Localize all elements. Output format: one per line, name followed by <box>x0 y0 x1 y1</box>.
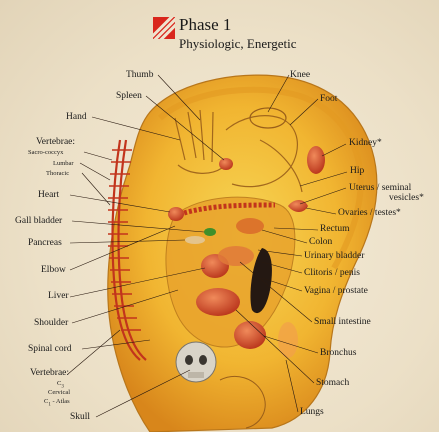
label-cervical: Cervical <box>48 389 71 396</box>
label-vertebrae: Vertebrae: <box>36 137 76 147</box>
knee-shape <box>249 107 287 129</box>
label-vertebrae-2: Vertebrae: <box>30 368 70 378</box>
label-thoracic: Thoracic <box>46 170 70 177</box>
label-lumbar: Lumbar <box>53 160 74 167</box>
label-sacro-coccyx: Sacro-coccyx <box>28 149 64 156</box>
heart-shape <box>168 207 184 221</box>
label-c3: C3 <box>57 380 64 390</box>
label-hip: Hip <box>350 166 365 176</box>
label-bronchus: Bronchus <box>320 348 357 358</box>
label-vesicles: vesicles* <box>389 193 424 203</box>
label-uterus: Uterus / seminal <box>349 183 412 193</box>
label-kidney: Kidney* <box>349 138 382 148</box>
label-thumb: Thumb <box>126 70 154 80</box>
label-liver: Liver <box>48 291 69 301</box>
kidney-shape <box>307 146 325 174</box>
label-colon: Colon <box>309 237 333 247</box>
label-clitoris: Clitoris / penis <box>304 268 360 278</box>
label-spinal-cord: Spinal cord <box>28 344 72 354</box>
label-c1-atlas: C1 - Atlas <box>44 398 70 408</box>
label-elbow: Elbow <box>41 265 66 275</box>
face-sketch <box>219 376 266 429</box>
colon-shape <box>236 218 264 234</box>
label-rectum: Rectum <box>320 224 350 234</box>
label-ovaries: Ovaries / testes* <box>338 208 401 218</box>
label-vagina: Vagina / prostate <box>304 286 368 296</box>
concha <box>165 196 296 348</box>
page-title: Phase 1 <box>179 15 232 34</box>
label-urinary-bladder: Urinary bladder <box>304 251 365 261</box>
label-hand: Hand <box>66 112 87 122</box>
label-stomach: Stomach <box>316 378 350 388</box>
spine <box>111 139 147 361</box>
pancreas-shape <box>185 236 205 244</box>
bronchus-shape <box>234 321 266 349</box>
label-foot: Foot <box>320 94 338 104</box>
label-knee: Knee <box>290 70 311 80</box>
label-pancreas: Pancreas <box>28 238 62 248</box>
intestine-shape <box>218 246 254 266</box>
lung-shape <box>278 322 298 358</box>
leader-lines <box>67 74 348 418</box>
page-subtitle: Physiologic, Energetic <box>179 36 297 51</box>
label-heart: Heart <box>38 190 60 200</box>
spleen-shape <box>219 158 233 170</box>
label-small-intestine: Small intestine <box>314 317 371 327</box>
gall-shape <box>204 228 216 236</box>
label-gall-bladder: Gall bladder <box>15 216 63 226</box>
stomach-shape <box>196 288 240 316</box>
skull-shape <box>175 341 217 383</box>
helix-rim <box>158 86 364 270</box>
label-shoulder: Shoulder <box>34 318 69 328</box>
spine-ribs <box>108 149 141 331</box>
brand-logo <box>153 17 175 39</box>
ear-canal <box>250 248 272 314</box>
label-lungs: Lungs <box>300 407 324 417</box>
label-spleen: Spleen <box>116 91 142 101</box>
label-skull: Skull <box>70 412 91 422</box>
